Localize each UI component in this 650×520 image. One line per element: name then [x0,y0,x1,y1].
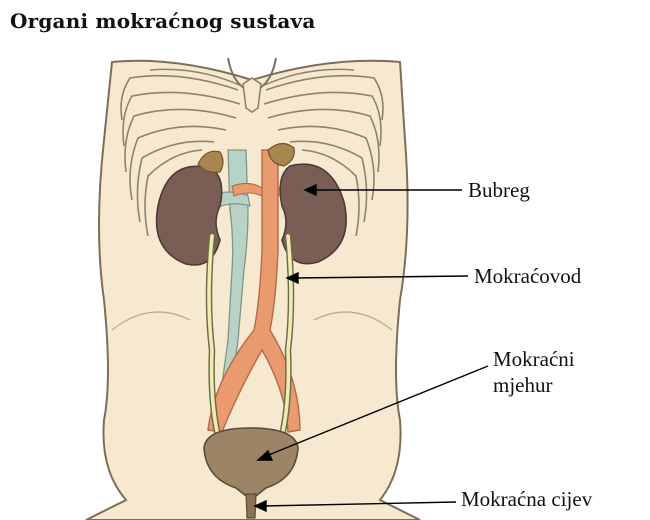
label-urethra: Mokraćna cijev [461,486,592,512]
label-kidney: Bubreg [468,177,530,203]
label-ureter: Mokraćovod [474,263,581,289]
label-bladder: Mokraćni mjehur [493,346,575,398]
label-bladder-line2: mjehur [493,372,575,398]
label-bladder-line1: Mokraćni [493,346,575,372]
diagram-title: Organi mokraćnog sustava [10,9,316,33]
